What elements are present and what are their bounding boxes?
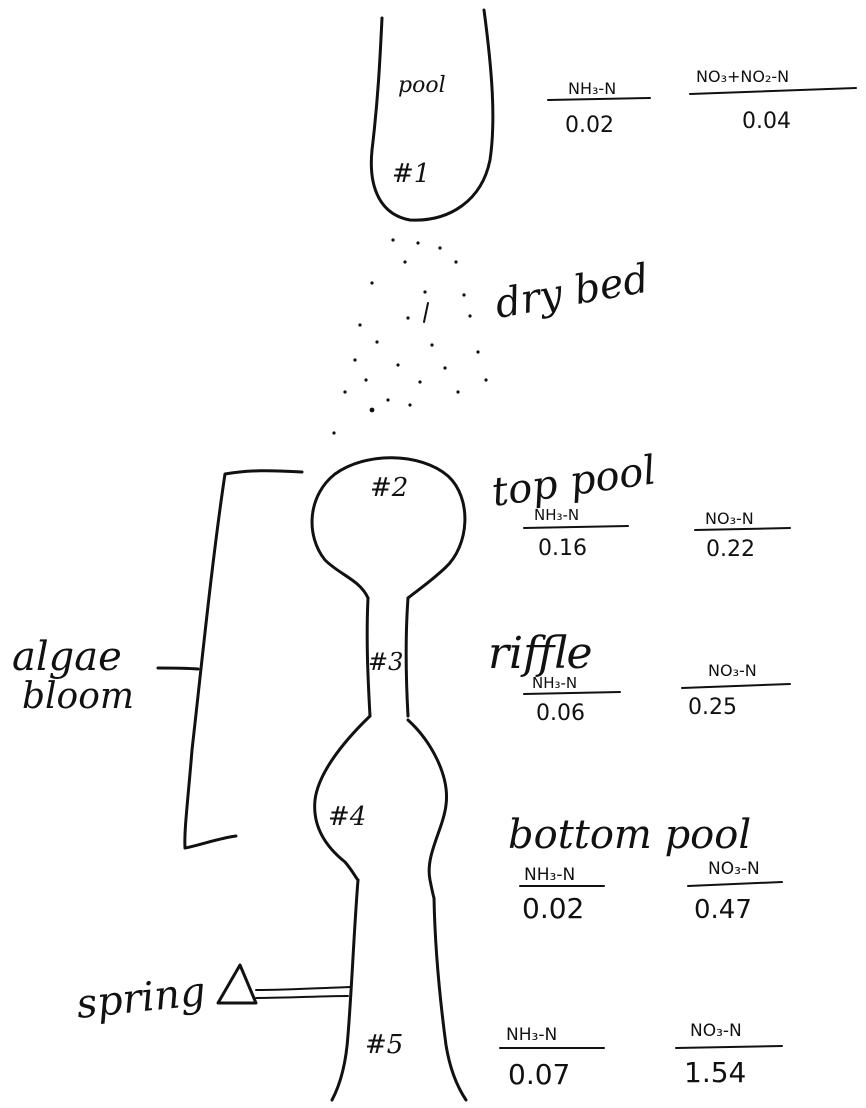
algae-label: algae [12,634,122,680]
site-3-no-label: NO₃-N [708,661,757,680]
channel-5-left-bank [330,878,360,1102]
site-2-nh-rule [523,525,629,529]
site-2-no-value: 0.22 [706,537,755,562]
top-pool-outline [310,456,467,600]
spring-inflow-line-2 [255,995,349,999]
site-1-no-label: NO₃+NO₂-N [696,67,789,86]
site-3-label: #3 [368,648,403,676]
riffle-right-bank [404,596,410,718]
site-4-nh-label: NH₃-N [524,865,575,885]
site-3-nh-label: NH₃-N [532,674,577,692]
riffle-label: riffle [488,628,593,679]
dry-bed-label: dry bed [492,256,653,328]
site-3-no-rule [681,683,791,689]
site-5-label: #5 [365,1030,403,1060]
pool-1-outline [369,8,495,222]
site-1-nh-label: NH₃-N [568,79,616,98]
channel-5-right-bank [432,896,468,1102]
pool-label: pool [398,73,446,98]
site-4-no-value: 0.47 [694,895,752,925]
bottom-pool-right-bank [406,718,449,900]
site-2-nh-label: NH₃-N [534,506,579,524]
site-2-no-rule [694,527,791,531]
riffle-left-bank [365,596,372,718]
site-4-label: #4 [328,802,366,832]
site-2-label: #2 [370,473,408,503]
site-5-no-value: 1.54 [684,1056,746,1089]
spring-label: spring [74,969,208,1028]
dry-bed-dots [332,238,488,435]
bottom-pool-left-bank [313,714,372,882]
site-5-nh-value: 0.07 [508,1058,570,1091]
site-2-nh-value: 0.16 [538,536,587,561]
site-1-nh-rule [547,97,651,101]
site-3-nh-rule [523,691,621,695]
site-3-no-value: 0.25 [688,695,737,720]
site-4-no-label: NO₃-N [708,859,760,879]
site-5-no-label: NO₃-N [690,1021,742,1041]
site-1-no-rule [689,87,857,95]
site-1-nh-value: 0.02 [565,113,614,138]
site-5-nh-label: NH₃-N [506,1025,557,1045]
algae-bloom-pointer [156,666,200,671]
algae-bloom-bracket [183,469,304,850]
site-4-nh-value: 0.02 [522,892,584,925]
site-1-no-value: 0.04 [742,109,791,134]
site-2-no-label: NO₃-N [705,509,754,528]
bloom-label: bloom [22,676,134,717]
site-5-no-rule [675,1045,783,1049]
site-1-label: #1 [392,159,430,189]
site-4-no-rule [687,881,783,887]
spring-inflow-line [255,986,351,991]
bottom-pool-label: bottom pool [508,812,751,858]
spring-triangle-icon [216,963,258,1005]
site-3-nh-value: 0.06 [536,701,585,726]
